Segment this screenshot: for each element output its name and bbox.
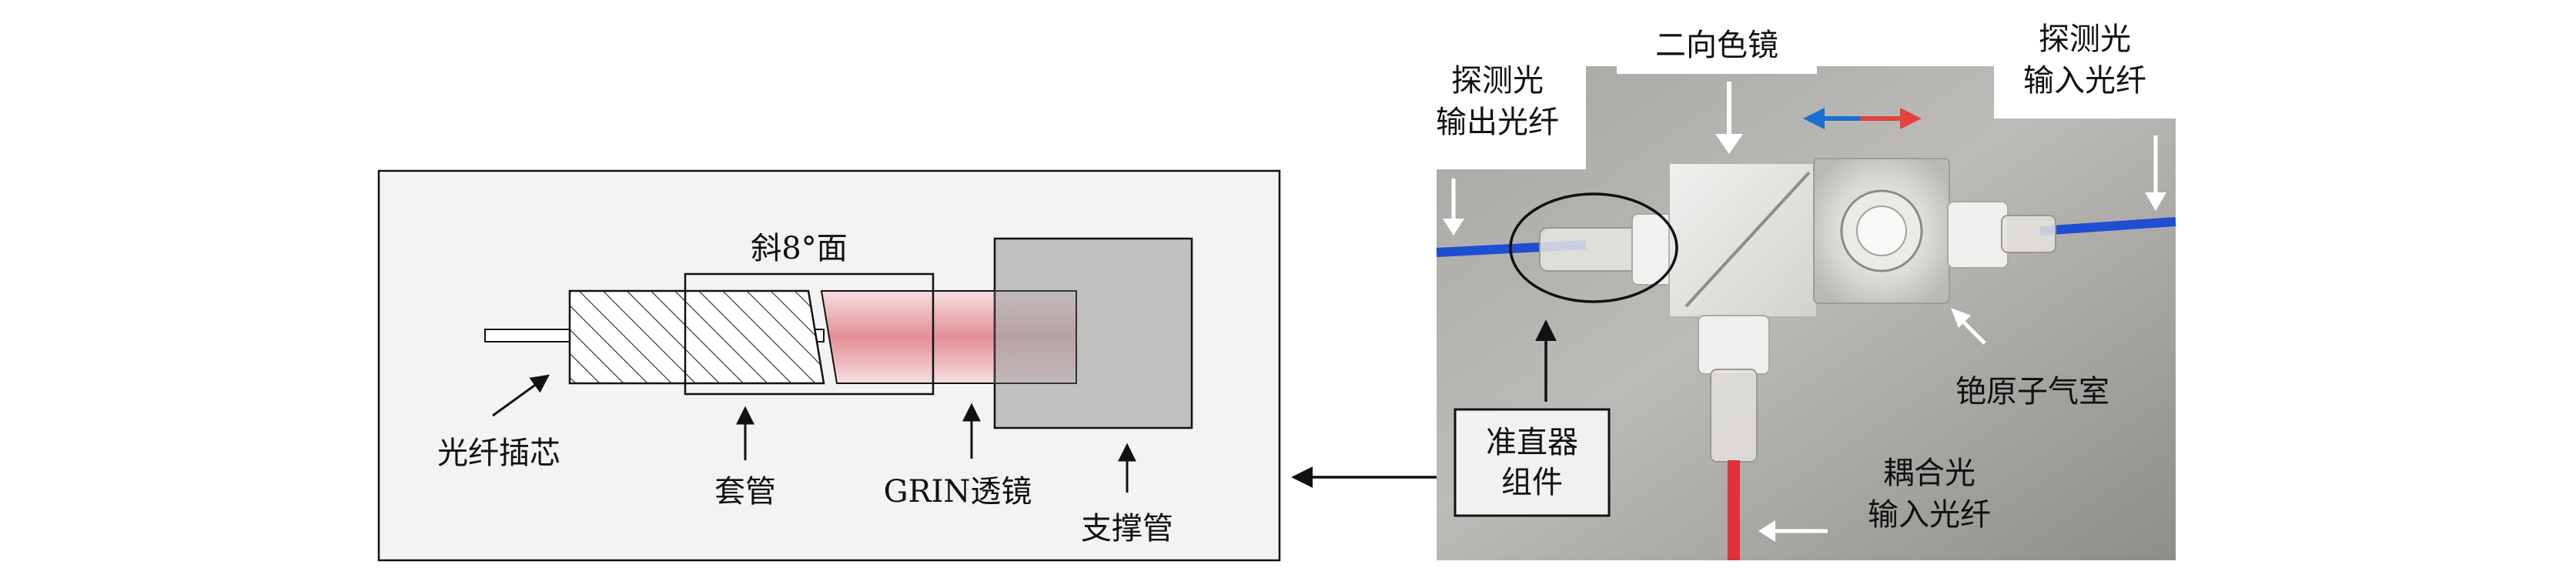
arrowhead-probe-in bbox=[2145, 192, 2166, 211]
label-cesium-cell: 铯原子气室 bbox=[1955, 374, 2109, 409]
label-collimator-line1: 准直器 bbox=[1486, 425, 1578, 460]
label-dichroic: 二向色镜 bbox=[1655, 28, 1778, 63]
arrow-cell bbox=[1959, 317, 1986, 345]
label-support: 支撑管 bbox=[1081, 511, 1173, 546]
arrowhead-cell bbox=[1951, 308, 1971, 328]
label-bg-probe-in bbox=[1994, 11, 2176, 119]
label-ferrule: 光纤插芯 bbox=[437, 436, 560, 471]
direction-arrowhead-blue bbox=[1803, 108, 1825, 129]
right-collimator bbox=[2001, 215, 2056, 253]
label-coupling-line1: 耦合光 bbox=[1883, 456, 1975, 491]
device-photo: 探测光 输出光纤 二向色镜 探测光 输入光纤 铯原子气室 准直器 组件 耦合光 … bbox=[1409, 11, 2176, 560]
sleeve bbox=[684, 272, 935, 396]
label-probe-out-line2: 输出光纤 bbox=[1436, 105, 1559, 140]
label-bg-dichroic bbox=[1617, 15, 1817, 74]
support-tube bbox=[993, 237, 1193, 429]
direction-arrowhead-red bbox=[1900, 108, 1922, 129]
arrowhead-dichroic bbox=[1715, 134, 1743, 154]
collimator-highlight-ellipse bbox=[1509, 192, 1678, 303]
dichroic-diagonal bbox=[1684, 171, 1811, 308]
arrowhead-coupling bbox=[1758, 520, 1775, 542]
grin-lens-inside-tube bbox=[994, 290, 1077, 384]
label-coupling-line2: 输入光纤 bbox=[1868, 497, 1991, 533]
collimator-label-box bbox=[1454, 408, 1611, 517]
label-collimator-line2: 组件 bbox=[1501, 465, 1563, 500]
arrowhead-probe-out bbox=[1443, 219, 1464, 236]
cell-window-inner bbox=[1856, 205, 1907, 256]
label-sleeve: 套管 bbox=[714, 474, 776, 510]
label-bg-probe-out bbox=[1409, 54, 1586, 169]
bottom-collimator bbox=[1710, 369, 1758, 463]
bottom-collimator-cap bbox=[1698, 315, 1770, 375]
probe-input-fiber bbox=[2039, 217, 2176, 236]
label-grin: GRIN透镜 bbox=[884, 474, 1032, 510]
right-collimator-cap bbox=[1947, 201, 2009, 269]
arrow-ferrule bbox=[492, 374, 550, 417]
label-probe-out-line1: 探测光 bbox=[1451, 63, 1544, 99]
label-probe-in-line1: 探测光 bbox=[2039, 22, 2131, 57]
label-bevel: 斜8°面 bbox=[751, 231, 847, 266]
collimator-cross-section-panel: 斜8°面 光纤插芯 套管 GRIN透镜 支撑管 bbox=[377, 169, 1281, 562]
label-probe-in-line2: 输入光纤 bbox=[2023, 63, 2146, 99]
fiber-ferrule bbox=[568, 289, 825, 385]
